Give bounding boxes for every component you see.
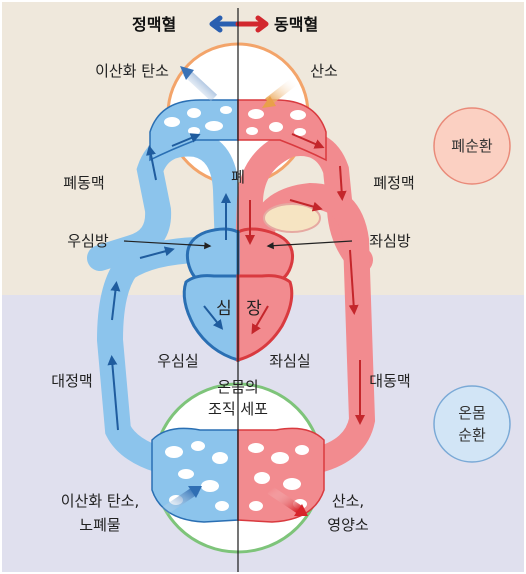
waste-label-1: 이산화 탄소,: [61, 492, 140, 510]
aorta-label: 대동맥: [369, 372, 410, 390]
pulmonary-vein-label: 폐정맥: [373, 174, 414, 192]
tissue-nutrient-arrowhead: [294, 504, 308, 516]
tissue-label-1: 온몸의: [217, 378, 258, 396]
legend-venous: 정맥혈: [132, 15, 176, 34]
systemic-circuit-label-1: 온몸: [458, 404, 486, 422]
left-ventricle-shape: [236, 274, 294, 362]
nutrient-label-2: 영양소: [327, 516, 369, 534]
tissue-label-2: 조직 세포: [208, 400, 268, 418]
right-atrium-shape: [185, 227, 240, 284]
lung-o2-arrow: [265, 76, 299, 106]
systemic-circuit-label-2: 순환: [458, 426, 486, 444]
lung-co2-arrow: [182, 68, 218, 102]
tissue-nutrient-arrow: [267, 486, 303, 514]
right-atrium-leader: [123, 240, 212, 250]
legend-arterial: 동맥혈: [274, 15, 318, 34]
pulmonary-circuit-label: 폐순환: [451, 137, 493, 155]
left-atrium-leader: [266, 240, 353, 250]
lung-co2-arrowhead: [180, 66, 194, 80]
tissue-waste-arrowhead: [188, 486, 202, 498]
tissue-waste-arrow: [157, 486, 199, 518]
arterial-flow-arrows: [245, 133, 365, 425]
pulmonary-vein-entry: [263, 203, 321, 233]
right-atrium-label: 우심방: [67, 232, 109, 250]
pulmonary-circuit-badge: [433, 107, 511, 185]
tissue-capillary-holes: [165, 441, 309, 511]
legend-venous-arrow: [209, 15, 241, 33]
waste-label-2: 노폐물: [79, 516, 120, 534]
venous-flow-arrows: [107, 133, 231, 431]
co2-lung-label: 이산화 탄소: [95, 62, 169, 80]
left-atrium-label: 좌심방: [369, 232, 411, 250]
lung-label: 폐: [231, 168, 245, 186]
right-ventricle-label: 우심실: [157, 352, 198, 370]
o2-lung-label: 산소: [310, 62, 338, 80]
nutrient-label-1: 산소,: [332, 492, 364, 510]
right-ventricle-shape: [182, 274, 240, 362]
heart-label-2: 장: [246, 299, 262, 319]
systemic-circuit-badge: [433, 385, 511, 463]
lung-capillary-holes: [164, 106, 306, 136]
left-ventricle-label: 좌심실: [269, 352, 310, 370]
pulmonary-artery-label: 폐동맥: [63, 174, 104, 192]
vena-cava-label: 대정맥: [51, 372, 92, 390]
heart-label-1: 심: [216, 299, 232, 319]
legend-arterial-arrow: [235, 15, 269, 33]
lung-o2-arrowhead: [262, 96, 276, 108]
